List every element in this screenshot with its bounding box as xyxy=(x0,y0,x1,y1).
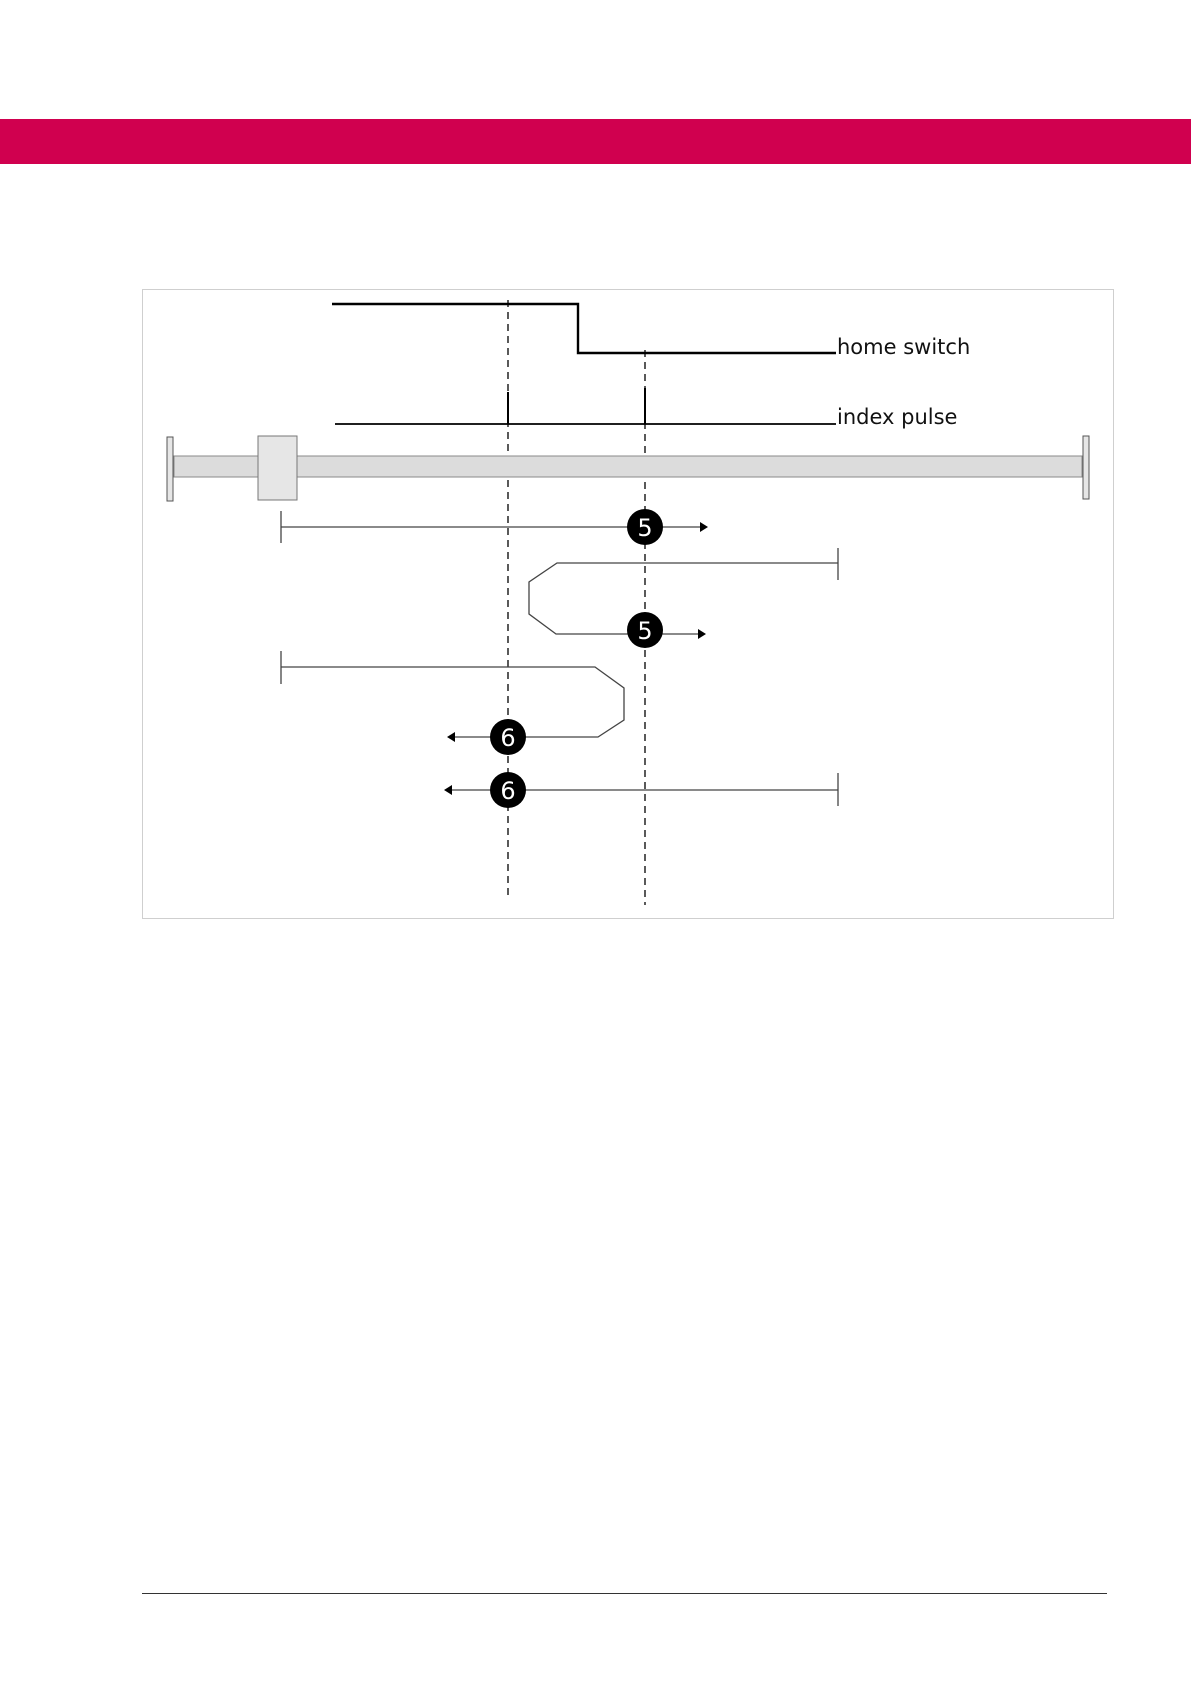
path-1-arrowhead xyxy=(700,522,708,532)
marker-5-second: 5 xyxy=(627,612,663,648)
rail xyxy=(174,456,1082,477)
home-switch-signal xyxy=(332,304,836,353)
rail-right-stop xyxy=(1083,436,1089,499)
path-4-arrowhead xyxy=(444,785,452,795)
marker-6-second-label: 6 xyxy=(500,777,515,805)
marker-5-first: 5 xyxy=(627,509,663,545)
marker-6-first-label: 6 xyxy=(500,724,515,752)
path-3-arrowhead xyxy=(447,732,455,742)
marker-6-second: 6 xyxy=(490,772,526,808)
path-2 xyxy=(529,563,838,634)
rail-left-stop xyxy=(167,437,173,501)
path-2-arrowhead xyxy=(698,629,706,639)
marker-5-first-label: 5 xyxy=(637,514,652,542)
index-pulse-label: index pulse xyxy=(837,405,957,429)
marker-5-second-label: 5 xyxy=(637,617,652,645)
path-3 xyxy=(281,667,624,737)
marker-6-first: 6 xyxy=(490,719,526,755)
footer-rule xyxy=(142,1593,1107,1594)
home-switch-label: home switch xyxy=(837,335,970,359)
carriage xyxy=(258,436,297,500)
